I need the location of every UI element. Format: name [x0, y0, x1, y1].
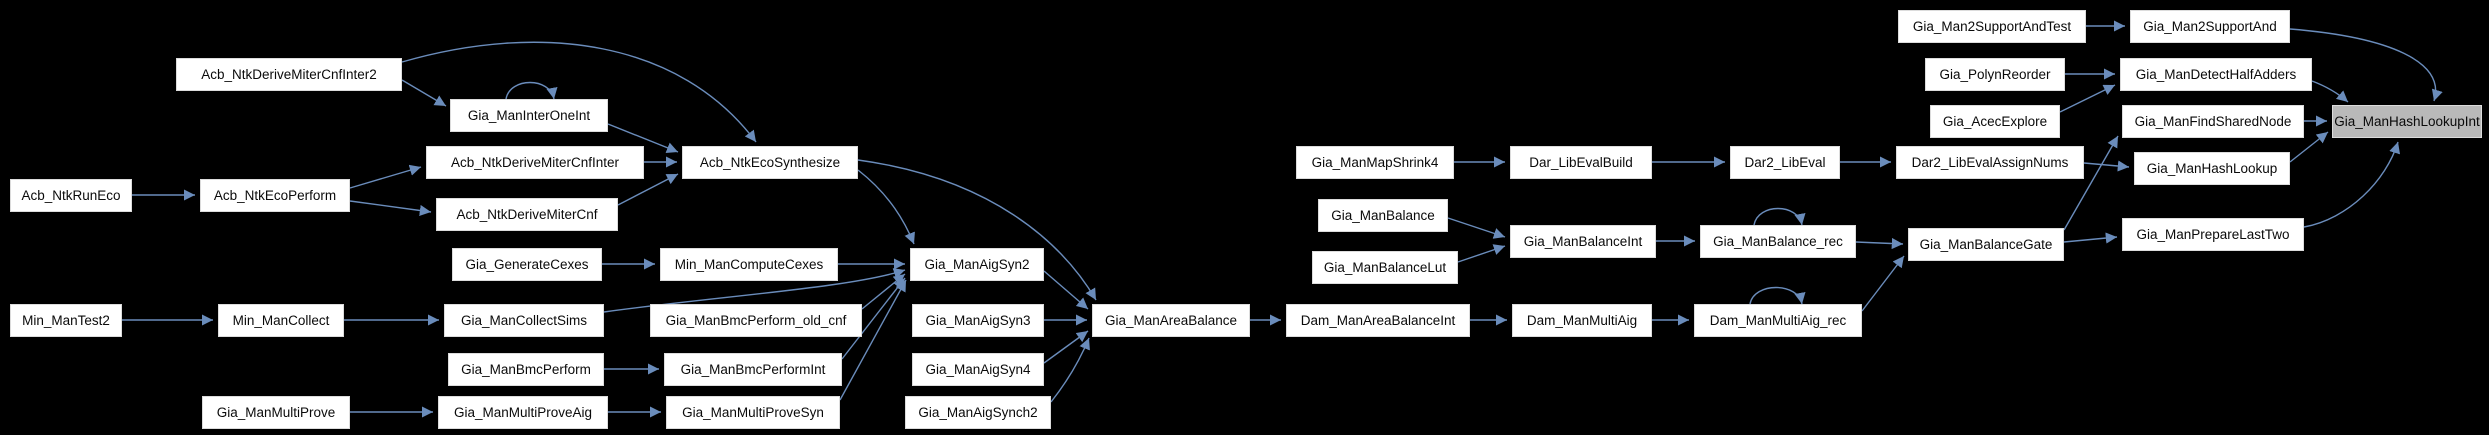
edge-call — [1447, 217, 1506, 239]
node-gia-manbalance[interactable]: Gia_ManBalance — [1318, 199, 1448, 232]
node-dam-manmultiaig[interactable]: Dam_ManMultiAig — [1512, 304, 1652, 337]
edge-call — [841, 277, 906, 360]
node-gia-manbalancegate[interactable]: Gia_ManBalanceGate — [1908, 228, 2064, 261]
node-dam-manareabalanceint[interactable]: Dam_ManAreaBalanceInt — [1286, 304, 1470, 337]
node-gia-manhashlookup[interactable]: Gia_ManHashLookup — [2134, 152, 2290, 185]
edges-group — [122, 20, 2443, 418]
edge-call — [2289, 28, 2443, 102]
node-gia-mandetecthalfadders[interactable]: Gia_ManDetectHalfAdders — [2120, 58, 2312, 91]
edge-self-loop — [505, 81, 558, 100]
edge-call — [349, 164, 422, 189]
node-gia-manmultiprove[interactable]: Gia_ManMultiProve — [202, 396, 350, 429]
edge-call — [1043, 270, 1089, 310]
edge-call — [1043, 330, 1089, 364]
node-gia-manmultiproveaig[interactable]: Gia_ManMultiProveAig — [438, 396, 608, 429]
node-dar2-libeval[interactable]: Dar2_LibEval — [1730, 146, 1840, 179]
edge-call — [607, 123, 679, 154]
node-gia-manbmcperform-old-cnf[interactable]: Gia_ManBmcPerform_old_cnf — [650, 304, 862, 337]
node-gia-maninteroneint[interactable]: Gia_ManInterOneInt — [450, 99, 608, 132]
node-min-mancollect[interactable]: Min_ManCollect — [218, 304, 344, 337]
edge-call — [401, 41, 757, 143]
edge-call — [349, 200, 432, 217]
node-gia-generatecexes[interactable]: Gia_GenerateCexes — [452, 248, 602, 281]
edge-call — [2059, 84, 2116, 113]
node-acb-ntkecoperform[interactable]: Acb_NtkEcoPerform — [200, 179, 350, 212]
edge-self-loop — [1753, 207, 1806, 226]
node-gia-manhashlookupint: Gia_ManHashLookupInt — [2332, 105, 2482, 138]
node-gia-mancollectsims[interactable]: Gia_ManCollectSims — [444, 304, 604, 337]
node-min-mantest2[interactable]: Min_ManTest2 — [10, 304, 122, 337]
edge-call — [1050, 337, 1090, 403]
node-acb-ntkderivemitercnfinter2[interactable]: Acb_NtkDeriveMiterCnfInter2 — [176, 58, 402, 91]
edge-call — [2063, 135, 2119, 231]
node-gia-manmultiprovesyn[interactable]: Gia_ManMultiProveSyn — [666, 396, 840, 429]
edge-self-loop — [1749, 286, 1806, 305]
node-acb-ntkecosynthesize[interactable]: Acb_NtkEcoSynthesize — [682, 146, 858, 179]
node-dar-libevalbuild[interactable]: Dar_LibEvalBuild — [1510, 146, 1652, 179]
node-gia-man2supportandtest[interactable]: Gia_Man2SupportAndTest — [1898, 10, 2086, 43]
edge-call — [1855, 237, 1904, 250]
edge-call — [2303, 141, 2401, 228]
node-acb-ntkderivemitercnfinter[interactable]: Acb_NtkDeriveMiterCnfInter — [426, 146, 644, 179]
node-gia-polynreorder[interactable]: Gia_PolynReorder — [1925, 58, 2065, 91]
node-acb-ntkderivemitercnf[interactable]: Acb_NtkDeriveMiterCnf — [436, 198, 618, 231]
edge-call — [2311, 80, 2349, 103]
edge-call — [857, 169, 915, 245]
node-gia-manmapshrink4[interactable]: Gia_ManMapShrink4 — [1296, 146, 1454, 179]
node-gia-manpreparelasttwo[interactable]: Gia_ManPrepareLastTwo — [2122, 218, 2304, 251]
edge-call — [1861, 255, 1905, 312]
node-gia-manaigsyn3[interactable]: Gia_ManAigSyn3 — [912, 304, 1044, 337]
edge-call — [603, 268, 906, 313]
node-gia-manfindsharednode[interactable]: Gia_ManFindSharedNode — [2122, 105, 2304, 138]
edge-call — [1457, 244, 1506, 263]
node-gia-manbalanceint[interactable]: Gia_ManBalanceInt — [1510, 225, 1656, 258]
edge-call — [2063, 232, 2118, 244]
edge-call — [839, 279, 907, 401]
node-acb-ntkruneco[interactable]: Acb_NtkRunEco — [10, 179, 132, 212]
node-gia-manbmcperformint[interactable]: Gia_ManBmcPerformInt — [664, 353, 842, 386]
edge-call — [2083, 160, 2130, 172]
node-gia-manaigsynch2[interactable]: Gia_ManAigSynch2 — [905, 396, 1051, 429]
node-gia-manbalance-rec[interactable]: Gia_ManBalance_rec — [1700, 225, 1856, 258]
node-gia-acecexplore[interactable]: Gia_AcecExplore — [1930, 105, 2060, 138]
node-gia-manareabalance[interactable]: Gia_ManAreaBalance — [1092, 304, 1250, 337]
node-dar2-libevalassignnums[interactable]: Dar2_LibEvalAssignNums — [1896, 146, 2084, 179]
node-dam-manmultiaig-rec[interactable]: Dam_ManMultiAig_rec — [1694, 304, 1862, 337]
node-gia-manbalancelut[interactable]: Gia_ManBalanceLut — [1312, 251, 1458, 284]
node-min-mancomputecexes[interactable]: Min_ManComputeCexes — [660, 248, 838, 281]
node-gia-manbmcperform[interactable]: Gia_ManBmcPerform — [448, 353, 604, 386]
node-gia-man2supportand[interactable]: Gia_Man2SupportAnd — [2130, 10, 2290, 43]
node-gia-manaigsyn4[interactable]: Gia_ManAigSyn4 — [912, 353, 1044, 386]
edge-call — [617, 173, 679, 206]
node-gia-manaigsyn2[interactable]: Gia_ManAigSyn2 — [910, 248, 1044, 281]
edge-call — [401, 79, 447, 107]
edge-call — [2289, 131, 2329, 163]
edge-call — [857, 159, 1097, 301]
